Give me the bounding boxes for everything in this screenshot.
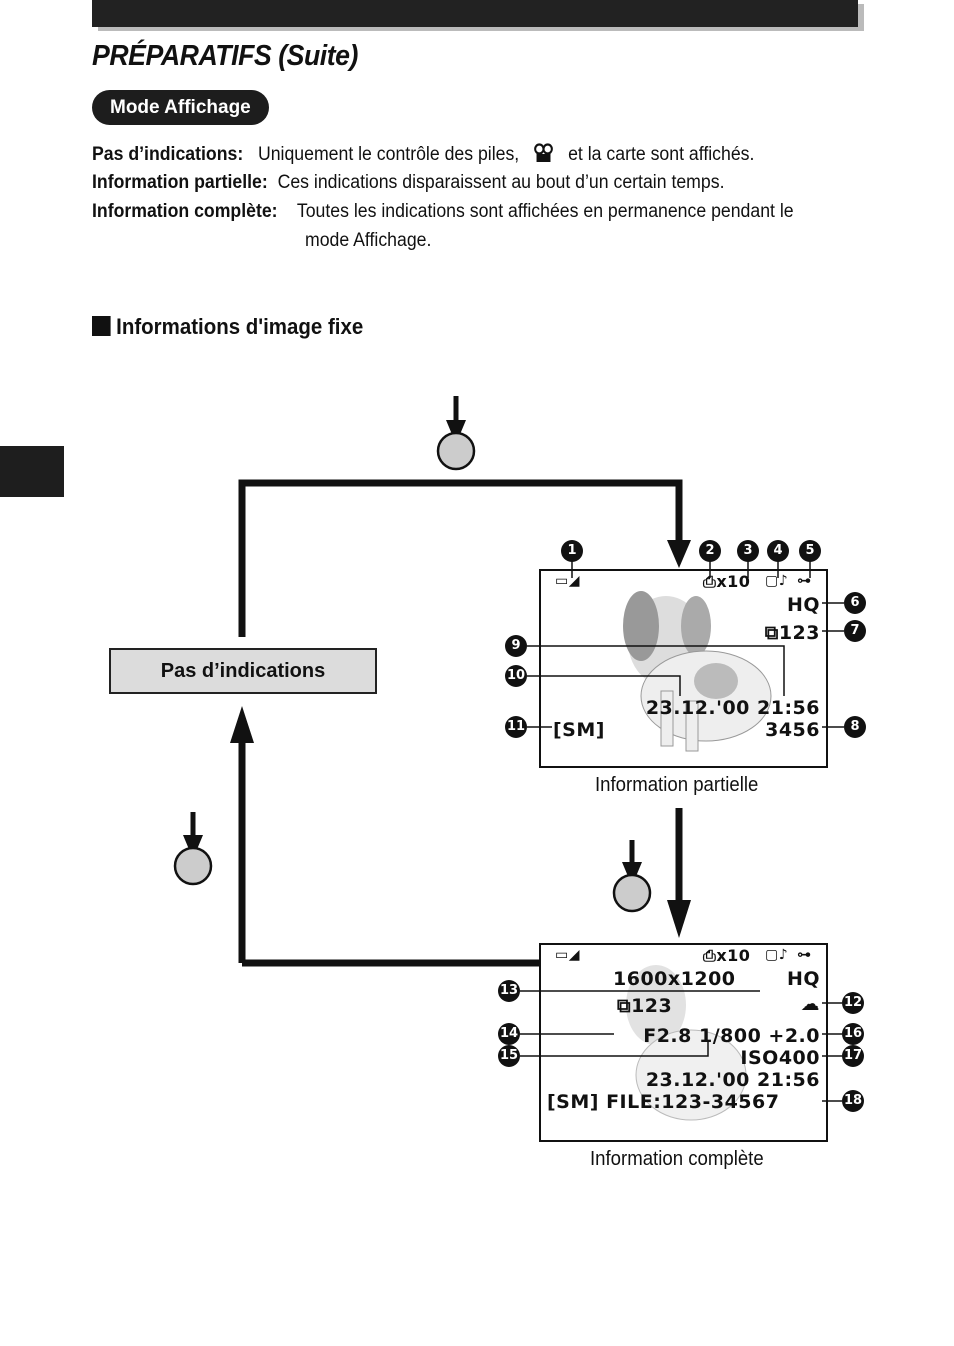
callout-9: 9 xyxy=(505,635,527,657)
callout-11: 11 xyxy=(505,716,527,738)
square-bullet-icon xyxy=(92,316,111,336)
def-partial-text: Ces indications disparaissent au bout d’… xyxy=(277,172,725,193)
frame-value: 123 xyxy=(631,995,673,1017)
mode-pill: Mode Affichage xyxy=(92,90,269,125)
header-bar xyxy=(92,0,858,27)
section-title: Informations d'image fixe xyxy=(92,314,363,340)
term-none: Pas d’indications: xyxy=(92,144,244,165)
definition-partial: Information partielle: Ces indications d… xyxy=(92,172,724,194)
frame-value: 123 xyxy=(778,622,820,644)
mode-sm: [SM] xyxy=(553,719,605,741)
side-tab xyxy=(0,446,64,497)
callout-17: 17 xyxy=(842,1045,864,1067)
term-full: Information complète: xyxy=(92,201,278,222)
frame-number: ⧉123 xyxy=(617,995,673,1017)
term-partial: Information partielle: xyxy=(92,172,268,193)
white-balance-icon: ☁ xyxy=(800,993,820,1015)
button-circle-top xyxy=(436,431,476,471)
lcd-full: ▭◢ ⎙x10 ▢♪ ⊶ 1600x1200 HQ ⧉123 ☁ F2.8 1/… xyxy=(539,943,828,1142)
def-none-text-b: et la carte sont affichés. xyxy=(568,144,755,165)
lcd-partial: ▭◢ ⎙x10 ▢♪ ⊶ HQ ⧉123 23.12.'00 21:56 [SM… xyxy=(539,569,828,768)
datetime: 23.12.'00 21:56 xyxy=(645,1069,820,1091)
quality-hq: HQ xyxy=(786,968,820,990)
def-full-text: Toutes les indications sont affichées en… xyxy=(296,201,794,222)
callout-8: 8 xyxy=(844,716,866,738)
shots-remaining: 3456 xyxy=(765,719,820,741)
callout-15: 15 xyxy=(498,1045,520,1067)
print-indicator: ⎙x10 xyxy=(703,572,751,591)
def-none-text-a: Uniquement le contrôle des piles, xyxy=(257,144,520,165)
button-circle-left xyxy=(173,846,213,886)
caption-partial: Information partielle xyxy=(595,774,759,796)
resolution: 1600x1200 xyxy=(613,968,736,990)
datetime: 23.12.'00 21:56 xyxy=(645,697,820,719)
sound-icon: ▢♪ xyxy=(765,947,789,963)
page-title: PRÉPARATIFS (Suite) xyxy=(92,40,358,72)
dog-illustration xyxy=(623,591,772,752)
quality-hq: HQ xyxy=(786,594,820,616)
callout-13: 13 xyxy=(498,980,520,1002)
dog-illustration-faded xyxy=(626,965,747,1121)
def-full-text2: mode Affichage. xyxy=(305,230,432,251)
print-count: x10 xyxy=(716,572,751,591)
exposure-info: F2.8 1/800 +2.0 xyxy=(643,1025,820,1047)
callout-18: 18 xyxy=(842,1090,864,1112)
callout-2: 2 xyxy=(699,540,721,562)
battery-icon: ▭◢ xyxy=(555,573,580,589)
battery-icon: ▭◢ xyxy=(555,947,580,963)
protect-key-icon: ⊶ xyxy=(797,573,812,589)
callout-4: 4 xyxy=(767,540,789,562)
callout-1: 1 xyxy=(561,540,583,562)
caption-full: Information complète xyxy=(590,1148,764,1170)
frame-number: ⧉123 xyxy=(764,622,820,644)
callout-16: 16 xyxy=(842,1023,864,1045)
callout-12: 12 xyxy=(842,992,864,1014)
file-info: [SM] FILE:123-34567 xyxy=(547,1091,780,1113)
print-indicator: ⎙x10 xyxy=(703,946,751,965)
callout-5: 5 xyxy=(799,540,821,562)
box-no-indications: Pas d’indications xyxy=(109,648,377,694)
callout-6: 6 xyxy=(844,592,866,614)
movie-camera-icon xyxy=(532,143,556,163)
protect-key-icon: ⊶ xyxy=(797,947,812,963)
definition-full: Information complète: Toutes les indicat… xyxy=(92,201,794,223)
callout-14: 14 xyxy=(498,1023,520,1045)
definition-none: Pas d’indications: Uniquement le contrôl… xyxy=(92,143,754,166)
print-count: x10 xyxy=(716,946,751,965)
button-circle-mid xyxy=(612,873,652,913)
callout-7: 7 xyxy=(844,620,866,642)
section-title-text: Informations d'image fixe xyxy=(116,314,364,339)
callout-10: 10 xyxy=(505,665,527,687)
iso: ISO400 xyxy=(740,1047,820,1069)
callout-3: 3 xyxy=(737,540,759,562)
sound-icon: ▢♪ xyxy=(765,573,789,589)
